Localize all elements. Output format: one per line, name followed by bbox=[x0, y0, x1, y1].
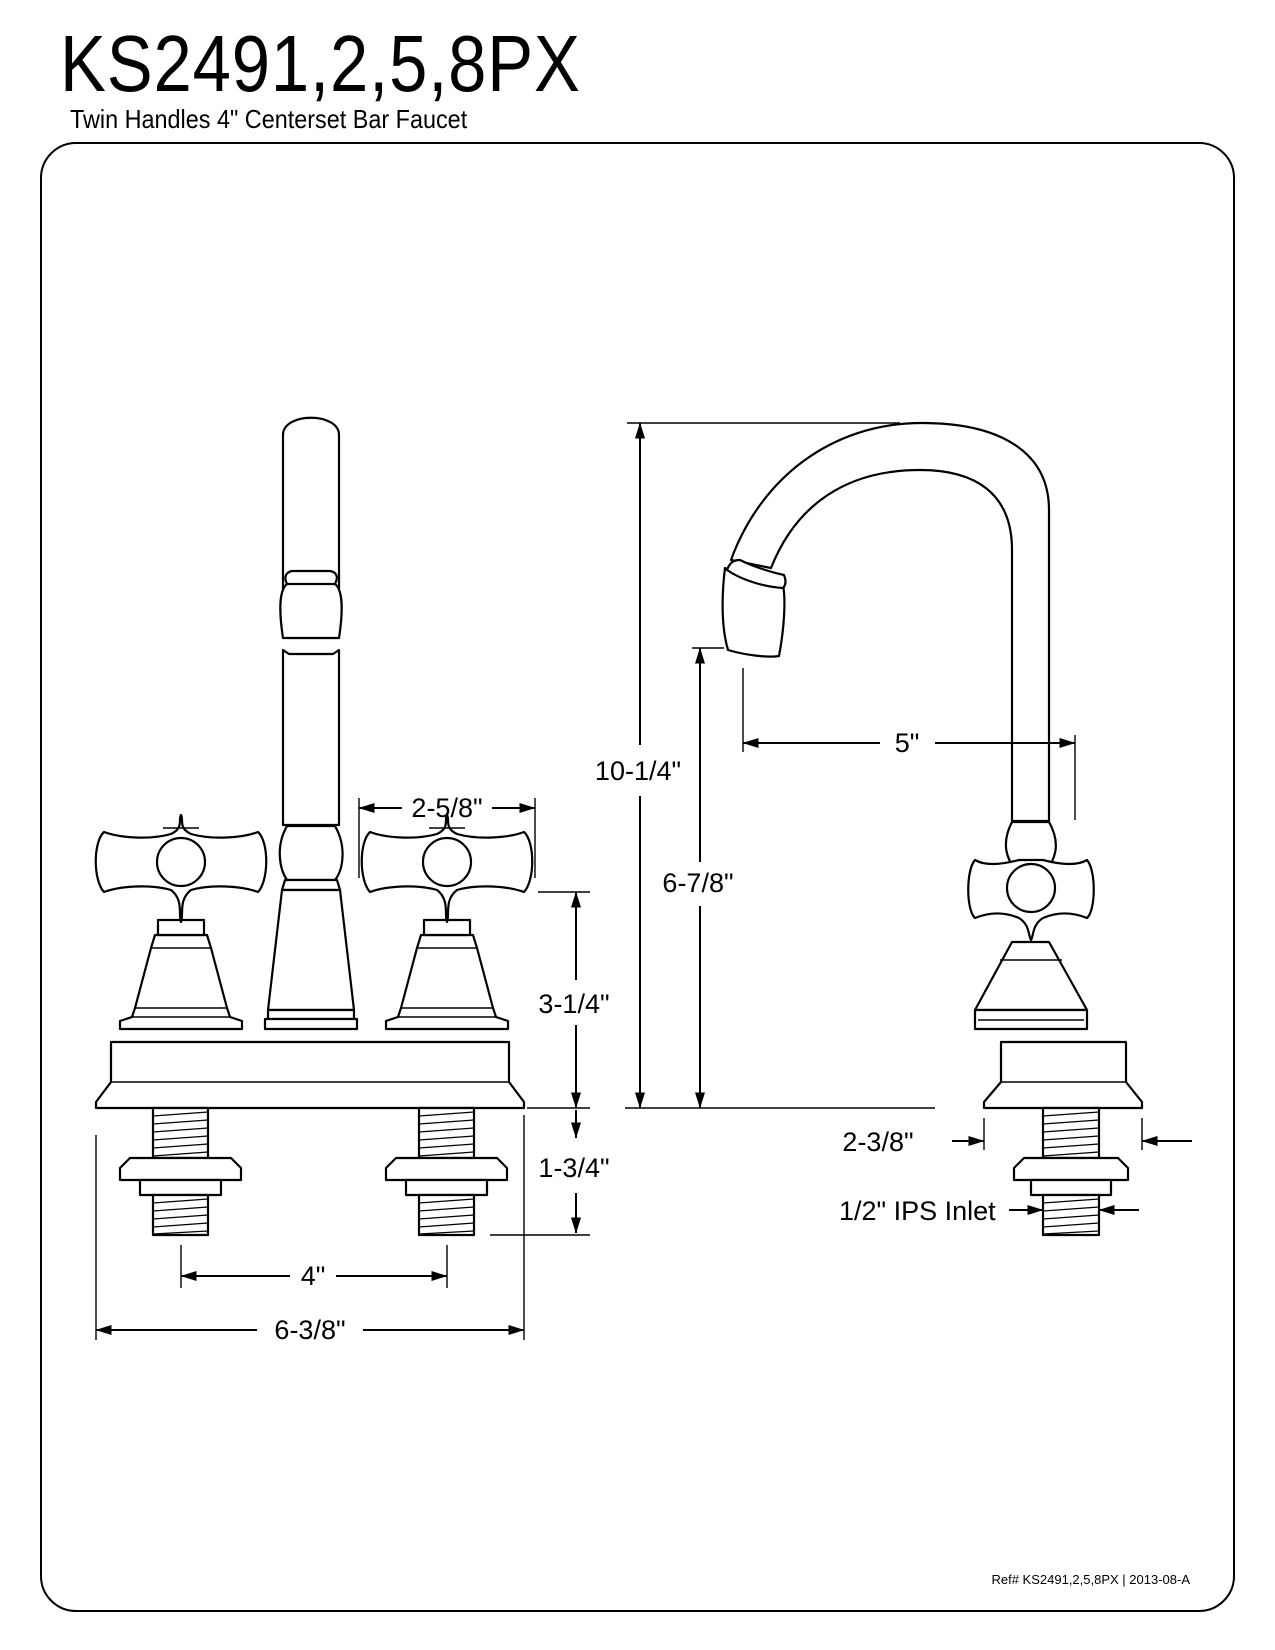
front-left-shank bbox=[118, 1106, 243, 1237]
dim-base-width-label: 6-3/8" bbox=[274, 1315, 345, 1345]
reference-note: Ref# KS2491,2,5,8PX | 2013-08-A bbox=[991, 1572, 1190, 1587]
dim-body-height-label: 3-1/4" bbox=[538, 989, 609, 1019]
dim-height-total: 10-1/4" bbox=[595, 422, 935, 1109]
dim-shank-length: 1-3/4" bbox=[490, 1110, 610, 1236]
dim-spout-reach: 5" bbox=[742, 668, 1076, 820]
model-subtitle: Twin Handles 4" Centerset Bar Faucet bbox=[70, 104, 468, 134]
front-spout bbox=[263, 416, 359, 1031]
front-view bbox=[94, 416, 534, 1237]
front-base bbox=[94, 1040, 526, 1110]
dim-base-depth-label: 2-3/8" bbox=[842, 1127, 913, 1157]
dim-spout-reach-label: 5" bbox=[895, 728, 920, 758]
dim-height-total-label: 10-1/4" bbox=[595, 756, 681, 786]
dim-spout-clearance-label: 6-7/8" bbox=[662, 868, 733, 898]
side-spout bbox=[721, 421, 1051, 823]
dim-inlet: 1/2" IPS Inlet bbox=[839, 1196, 1139, 1226]
front-right-handle bbox=[360, 813, 534, 1031]
dim-center-spacing-label: 4" bbox=[301, 1261, 326, 1291]
side-shank bbox=[1012, 1106, 1130, 1237]
model-title: KS2491,2,5,8PX bbox=[60, 19, 581, 108]
front-right-shank bbox=[384, 1106, 509, 1237]
side-base bbox=[982, 1040, 1144, 1110]
dim-shank-length-label: 1-3/4" bbox=[538, 1153, 609, 1183]
dim-center-spacing: 4" bbox=[180, 1245, 448, 1291]
dim-spout-clearance: 6-7/8" bbox=[662, 647, 734, 1109]
side-view bbox=[721, 421, 1144, 1237]
dimension-lines: 10-1/4" 6-7/8" 5" 2-5/8" bbox=[95, 422, 1192, 1345]
front-left-handle bbox=[94, 813, 268, 1031]
dim-base-width: 6-3/8" bbox=[95, 1115, 525, 1345]
dim-handle-spread-label: 2-5/8" bbox=[411, 793, 482, 823]
side-handle bbox=[967, 820, 1095, 1031]
dim-base-depth: 2-3/8" bbox=[842, 1118, 1192, 1157]
dim-inlet-label: 1/2" IPS Inlet bbox=[839, 1196, 996, 1226]
dim-handle-spread: 2-5/8" bbox=[358, 793, 536, 878]
drawing-frame bbox=[40, 142, 1235, 1612]
dim-body-height: 3-1/4" bbox=[527, 891, 610, 1109]
